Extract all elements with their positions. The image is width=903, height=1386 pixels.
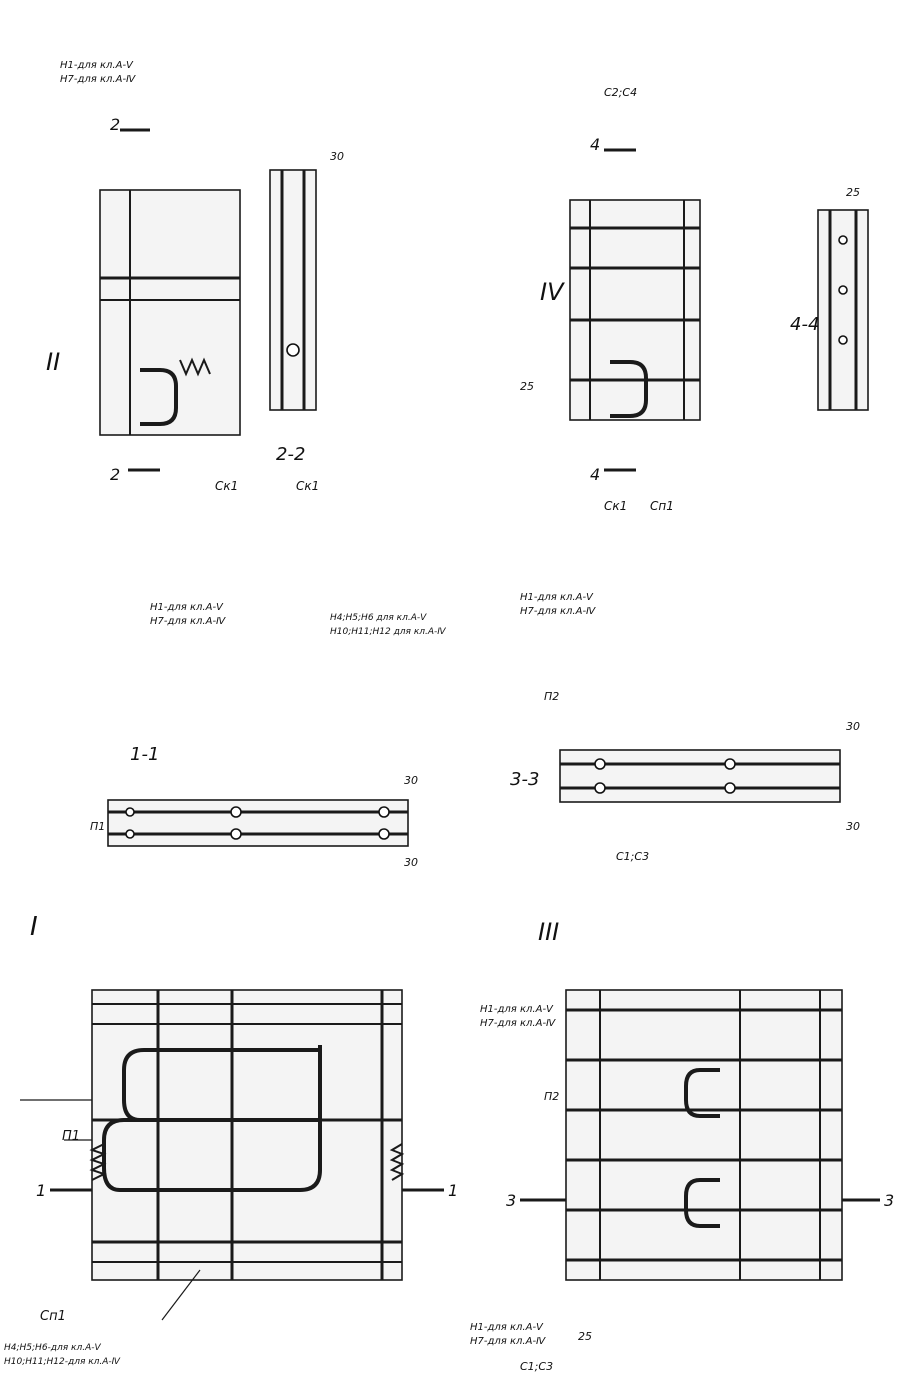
section-mark-2: 2 bbox=[110, 465, 120, 484]
label-h1-a5: Н1-для кл.А-Ⅴ bbox=[60, 60, 134, 71]
rod-section bbox=[286, 343, 300, 357]
section-1-1: 1-1 30 30 П1 bbox=[90, 744, 418, 869]
rod-section bbox=[838, 285, 848, 295]
spiral-sp1 bbox=[389, 1143, 405, 1181]
label-sk1: Ск1 bbox=[215, 479, 238, 493]
section-2-2-panel bbox=[269, 169, 317, 411]
label-sp1: Сп1 bbox=[40, 1309, 66, 1324]
section-mark-4: 4 bbox=[590, 465, 600, 484]
rod-section bbox=[125, 829, 135, 839]
rod-section bbox=[594, 758, 606, 770]
view-II: II 2 2 Ск1 Н1-для кл.А-Ⅴ Н7-для кл.А-Ⅳ bbox=[46, 60, 241, 493]
label-p2: П2 bbox=[544, 690, 559, 703]
section-mark-3: 3 bbox=[506, 1191, 516, 1210]
leader-line bbox=[161, 1269, 201, 1321]
view-title-IV: IV bbox=[540, 278, 565, 306]
label-p1: П1 bbox=[62, 1129, 80, 1144]
dim-25: 25 bbox=[520, 380, 534, 393]
loop-p1 bbox=[102, 1045, 322, 1192]
label-sk1: Ск1 bbox=[296, 479, 319, 493]
rod-section bbox=[378, 806, 390, 818]
label-sp1: Сп1 bbox=[650, 499, 674, 513]
rod-section bbox=[230, 806, 242, 818]
dim-30: 30 bbox=[330, 150, 344, 163]
label-c1c3: С1;С3 bbox=[616, 850, 649, 863]
dim-30: 30 bbox=[846, 820, 860, 833]
label-c2c4: С2;С4 bbox=[604, 86, 637, 99]
section-mark-1: 1 bbox=[448, 1181, 458, 1200]
rod-section bbox=[230, 828, 242, 840]
view-I-panel bbox=[91, 989, 403, 1281]
label-h4h5h6-a5: Н4;Н5;Н6 для кл.А-Ⅴ bbox=[330, 613, 427, 623]
view-title-III: III bbox=[538, 918, 559, 946]
label-h10h11h12-a4: Н10;Н11;Н12-для кл.А-Ⅳ bbox=[4, 1357, 121, 1367]
spiral-sp1 bbox=[89, 1143, 107, 1181]
section-mark-3: 3 bbox=[884, 1191, 894, 1210]
rod-section bbox=[724, 782, 736, 794]
label-h7-a4: Н7-для кл.А-Ⅳ bbox=[480, 1018, 556, 1029]
section-2-2: 2-2 Ск1 30 bbox=[269, 150, 344, 493]
label-h7-a4: Н7-для кл.А-Ⅳ bbox=[470, 1336, 546, 1347]
view-IV: IV 4 4 Ск1 Сп1 С2;С4 25 bbox=[520, 86, 701, 513]
section-title-3-3: 3-3 bbox=[510, 769, 539, 790]
section-mark-2: 2 bbox=[110, 115, 120, 134]
view-I: 1 1 Сп1 П1 Н4;Н5;Н6-для кл.А-Ⅴ Н10;Н11;Н… bbox=[4, 912, 556, 1367]
rod-section bbox=[125, 807, 135, 817]
dim-30: 30 bbox=[404, 856, 418, 869]
label-h10h11h12-a4: Н10;Н11;Н12 для кл.А-Ⅳ bbox=[330, 627, 446, 637]
label-h1-a5: Н1-для кл.А-Ⅴ bbox=[470, 1322, 544, 1333]
label-h1-a5: Н1-для кл.А-Ⅴ bbox=[480, 1004, 554, 1015]
section-title-1-1: 1-1 bbox=[130, 744, 159, 765]
label-h7-a4: Н7-для кл.А-Ⅳ bbox=[60, 74, 136, 85]
section-mark-4: 4 bbox=[590, 135, 600, 154]
section-3-3: 3-3 П2 С1;С3 Н1-для кл.А-Ⅴ Н7-для кл.А-Ⅳ… bbox=[510, 592, 860, 863]
label-h1-a5: Н1-для кл.А-Ⅴ bbox=[150, 602, 224, 613]
label-c1c3: С1;С3 bbox=[520, 1360, 553, 1373]
rod-section bbox=[594, 782, 606, 794]
label-h4h5h6-a5: Н4;Н5;Н6-для кл.А-Ⅴ bbox=[4, 1343, 101, 1353]
rod-section bbox=[838, 235, 848, 245]
section-4-4: 4-4 25 bbox=[790, 186, 869, 411]
label-p1: П1 bbox=[90, 820, 105, 833]
spiral bbox=[179, 357, 211, 377]
rod-section bbox=[838, 335, 848, 345]
dim-25: 25 bbox=[846, 186, 860, 199]
section-title-2-2: 2-2 bbox=[276, 444, 305, 465]
view-IV-panel bbox=[569, 199, 701, 421]
section-title-4-4: 4-4 bbox=[790, 314, 819, 335]
clamp-sk1 bbox=[140, 368, 178, 426]
dim-30: 30 bbox=[846, 720, 860, 733]
section-1-1-panel bbox=[107, 799, 409, 847]
rod-section bbox=[378, 828, 390, 840]
dim-30: 30 bbox=[404, 774, 418, 787]
label-h7-a4: Н7-для кл.А-Ⅳ bbox=[520, 606, 596, 617]
view-III: III 3 3 П2 С1;С3 Н1-для кл.А-Ⅴ Н7-для кл… bbox=[470, 918, 894, 1373]
section-mark-1: 1 bbox=[36, 1181, 46, 1200]
label-p2: П2 bbox=[544, 1090, 559, 1103]
dim-25: 25 bbox=[578, 1330, 592, 1343]
section-3-3-panel bbox=[559, 749, 841, 803]
loop-p2 bbox=[684, 1068, 720, 1118]
label-sk1: Ск1 bbox=[604, 499, 627, 513]
rod-section bbox=[724, 758, 736, 770]
label-h7-a4: Н7-для кл.А-Ⅳ bbox=[150, 616, 226, 627]
section-4-4-panel bbox=[817, 209, 869, 411]
view-III-panel bbox=[565, 989, 843, 1281]
clamp-sk1 bbox=[610, 360, 648, 418]
view-title-II: II bbox=[46, 348, 60, 376]
view-II-panel bbox=[99, 189, 241, 436]
view-title-I: I bbox=[30, 912, 38, 942]
loop-p2 bbox=[684, 1178, 720, 1228]
loop-p1-inner bbox=[122, 1048, 320, 1122]
label-h1-a5: Н1-для кл.А-Ⅴ bbox=[520, 592, 594, 603]
